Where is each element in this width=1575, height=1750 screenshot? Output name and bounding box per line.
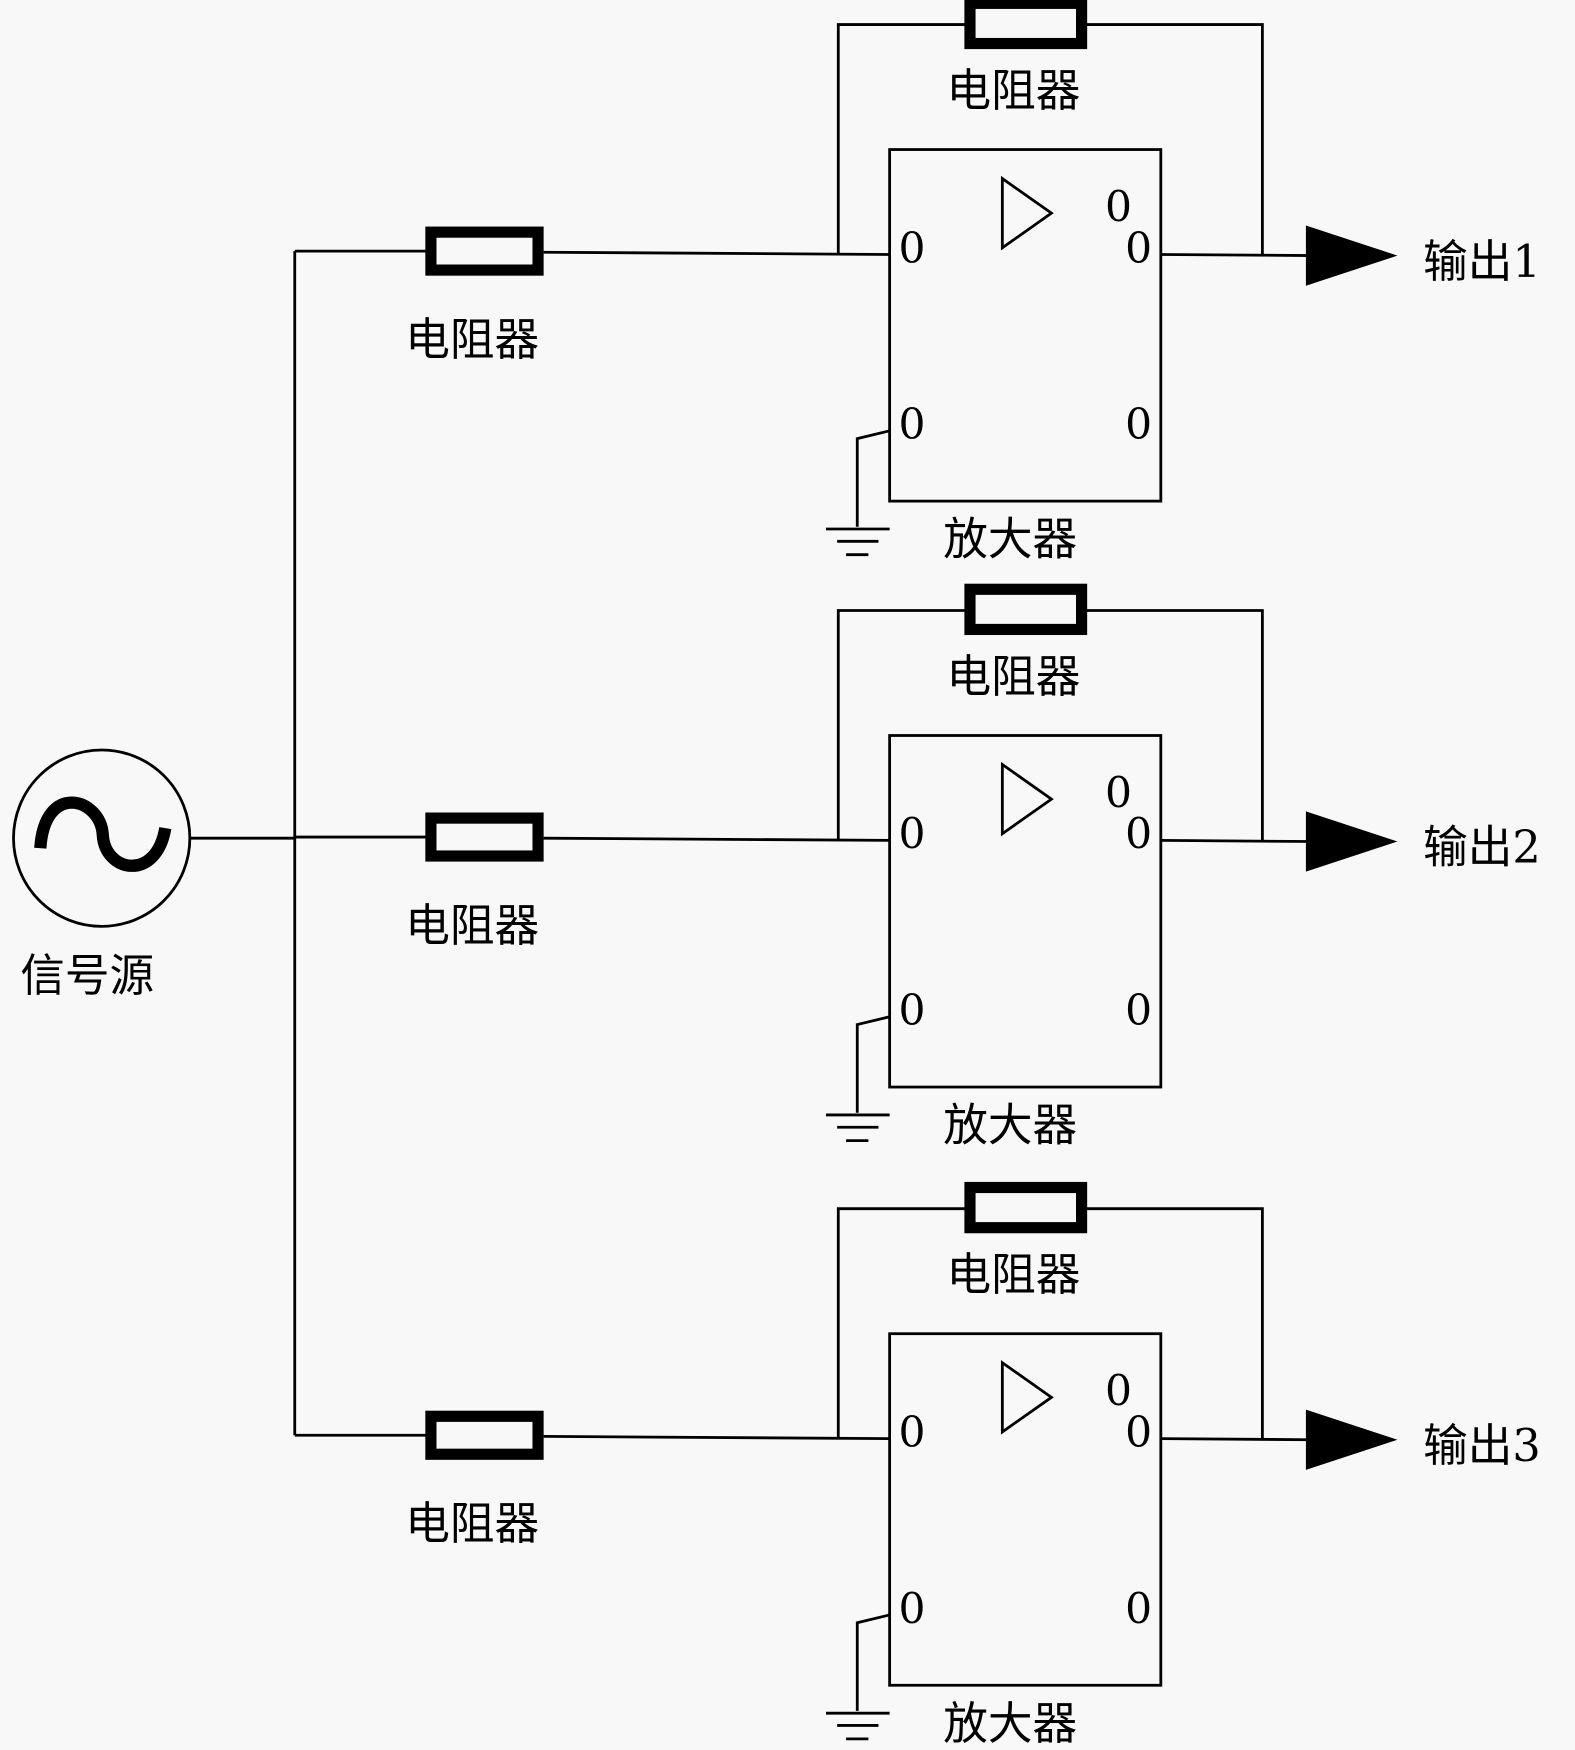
port-out-bottom: 0 [1125, 987, 1152, 1036]
input-resistor [425, 812, 544, 862]
feedback-resistor [964, 1181, 1088, 1234]
output-wire [1160, 253, 1312, 257]
input-resistor-label: 电阻器 [405, 900, 539, 952]
feedback-resistor-label: 电阻器 [947, 651, 1081, 703]
source-label: 信号源 [20, 950, 154, 1002]
port-in-bottom: 0 [899, 1585, 926, 1634]
port-out-bottom: 0 [1125, 1585, 1152, 1634]
output-wire [1160, 839, 1312, 843]
port-in-top: 0 [899, 1408, 926, 1457]
input-resistor [425, 226, 544, 276]
output-arrow-icon [1305, 225, 1398, 286]
port-out-top-a: 0 [1105, 183, 1132, 232]
port-out-bottom: 0 [1125, 401, 1152, 450]
output-arrow-icon [1305, 1409, 1398, 1470]
feedback-resistor [964, 0, 1088, 50]
feedback-wire [836, 609, 967, 840]
feedback-wire [836, 1207, 967, 1438]
amplifier-label: 放大器 [943, 514, 1077, 566]
port-in-bottom: 0 [899, 987, 926, 1036]
amplifier-triangle-icon [1000, 1360, 1054, 1435]
input-resistor-label: 电阻器 [405, 1498, 539, 1550]
amplifier-triangle-icon [1000, 175, 1054, 251]
feedback-wire-right [1084, 609, 1264, 841]
ground-wire [855, 1613, 890, 1711]
port-in-top: 0 [899, 224, 926, 273]
amplifier-triangle-icon [1000, 761, 1054, 837]
input-wire [543, 250, 890, 256]
port-in-bottom: 0 [899, 401, 926, 450]
input-wire [543, 836, 890, 842]
input-wire [543, 1434, 890, 1441]
output-wire [1160, 1437, 1312, 1442]
output-label: 输出1 [1423, 236, 1541, 288]
port-in-top: 0 [899, 810, 926, 859]
port-out-top-a: 0 [1105, 769, 1132, 818]
output-label: 输出2 [1423, 822, 1541, 874]
input-resistor [425, 1410, 544, 1460]
amplifier-box [888, 734, 1163, 1089]
ground-wire [855, 1015, 890, 1113]
port-out-top-b: 0 [1125, 1408, 1152, 1457]
port-out-top-b: 0 [1125, 224, 1152, 273]
feedback-resistor-label: 电阻器 [947, 65, 1081, 117]
amplifier-box [888, 148, 1163, 503]
port-out-top-b: 0 [1125, 810, 1152, 859]
feedback-resistor-label: 电阻器 [947, 1249, 1081, 1301]
output-label: 输出3 [1423, 1420, 1541, 1472]
feedback-resistor [964, 583, 1088, 636]
input-resistor-label: 电阻器 [405, 314, 539, 366]
ground-wire [855, 429, 890, 527]
signal-source: 信号源 [12, 748, 192, 1002]
amplifier-label: 放大器 [943, 1100, 1077, 1152]
feedback-wire-right [1084, 1207, 1264, 1439]
port-out-top-a: 0 [1105, 1367, 1132, 1416]
feedback-wire-right [1084, 23, 1264, 255]
feedback-wire [836, 23, 967, 254]
ac-sine-icon [34, 796, 172, 872]
output-arrow-icon [1305, 811, 1398, 872]
amplifier-box [888, 1332, 1163, 1687]
amplifier-label: 放大器 [943, 1698, 1077, 1750]
